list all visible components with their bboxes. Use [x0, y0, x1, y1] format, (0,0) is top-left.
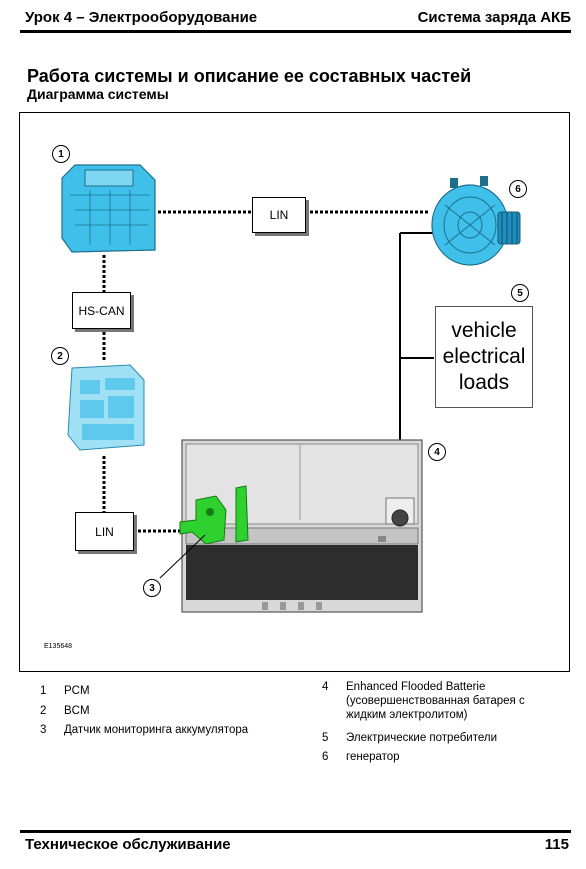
legend-item: 3 Датчик мониторинга аккумулятора: [40, 723, 248, 737]
footer-title: Техническое обслуживание: [25, 836, 231, 853]
header-rule: [20, 30, 571, 33]
lin-label-bottom: LIN: [75, 512, 134, 551]
legend-number: 1: [40, 685, 47, 697]
vehicle-loads-box: vehicle electrical loads: [435, 306, 533, 408]
legend-text: Enhanced Flooded Batterie (усовершенство…: [346, 681, 525, 721]
pcm-module-image: [61, 164, 156, 253]
page-subtitle: Диаграмма системы: [27, 86, 169, 102]
footer-rule: [20, 830, 571, 833]
legend-text: PCM: [64, 685, 90, 697]
legend-item: 2 BCM: [40, 704, 90, 718]
diagram-frame: [19, 112, 570, 672]
legend-item: 1 PCM: [40, 684, 90, 698]
lin-label-top: LIN: [252, 197, 306, 233]
callout-2: 2: [51, 347, 69, 365]
legend-text: генератор: [346, 751, 400, 763]
legend-item: 6 генератор: [322, 750, 400, 764]
battery-sensor-image: [179, 485, 249, 545]
legend-item: 5 Электрические потребители: [322, 731, 497, 745]
image-code: E135648: [44, 643, 73, 650]
callout-6: 6: [509, 180, 527, 198]
legend-number: 3: [40, 724, 47, 736]
callout-5: 5: [511, 284, 529, 302]
callout-1: 1: [52, 145, 70, 163]
callout-3: 3: [143, 579, 161, 597]
legend-text: Датчик мониторинга аккумулятора: [64, 724, 249, 736]
legend-number: 5: [322, 732, 329, 744]
page-title: Работа системы и описание ее составных ч…: [27, 66, 472, 86]
legend-number: 4: [322, 681, 329, 693]
bcm-module-image: [67, 364, 145, 451]
legend-number: 2: [40, 705, 47, 717]
page-number: 115: [544, 836, 569, 853]
header-lesson-title: Урок 4 – Электрооборудование: [25, 9, 258, 26]
legend-number: 6: [322, 751, 329, 763]
legend-text: Электрические потребители: [346, 732, 498, 744]
header-section-title: Система заряда АКБ: [417, 9, 571, 26]
callout-4: 4: [428, 443, 446, 461]
generator-image: [431, 176, 521, 266]
hs-can-label: HS-CAN: [72, 292, 131, 329]
legend-item: 4 Enhanced Flooded Batterie (усовершенств…: [322, 680, 537, 722]
sensor-leader-line: [159, 534, 206, 579]
legend-text: BCM: [64, 705, 90, 717]
